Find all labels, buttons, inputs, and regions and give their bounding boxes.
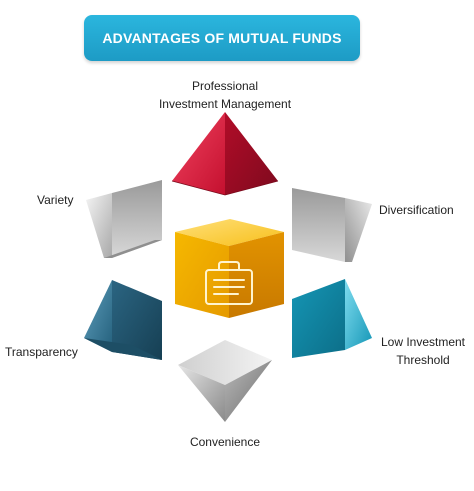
diagram-title: ADVANTAGES OF MUTUAL FUNDS <box>102 30 342 46</box>
center-cube <box>175 219 284 318</box>
pyramid-convenience <box>178 340 272 422</box>
briefcase-document-icon <box>205 261 253 305</box>
shape-low-investment <box>292 279 372 358</box>
label-low-investment: Low Investment Threshold <box>380 335 466 367</box>
shape-variety <box>86 180 162 258</box>
label-variety: Variety <box>37 193 74 207</box>
label-transparency: Transparency <box>5 345 78 359</box>
label-convenience: Convenience <box>189 435 261 449</box>
shape-diversification <box>292 188 372 262</box>
title-banner: ADVANTAGES OF MUTUAL FUNDS <box>84 15 360 61</box>
label-professional: Professional Investment Management <box>158 79 292 111</box>
pyramid-professional <box>171 112 279 196</box>
shape-transparency <box>84 280 162 360</box>
label-diversification: Diversification <box>379 203 454 217</box>
